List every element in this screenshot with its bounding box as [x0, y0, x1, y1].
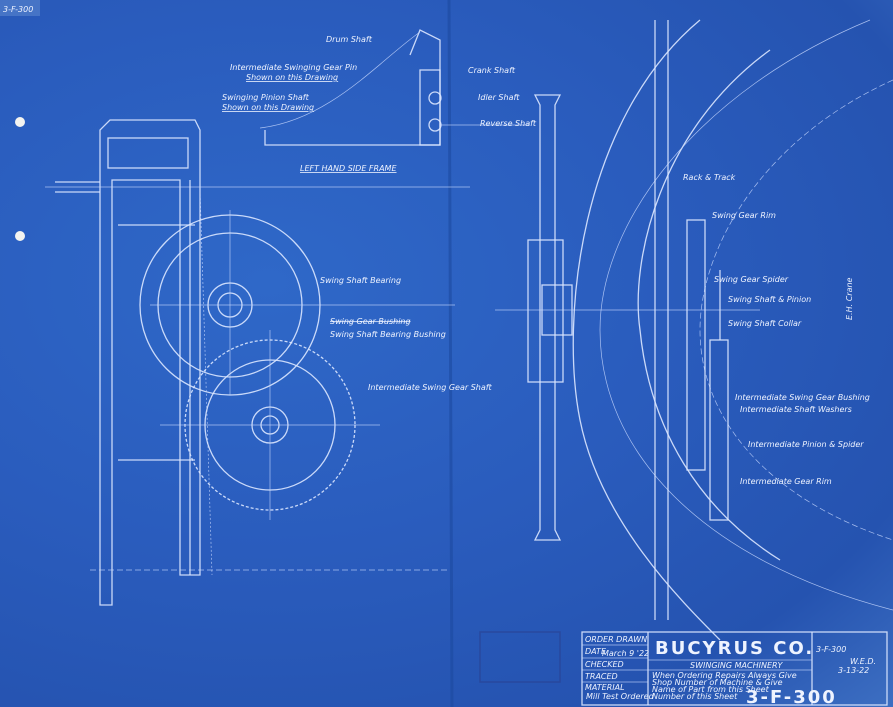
left-hand-side-frame-view: LEFT HAND SIDE FRAME Drum Shaft Intermed…	[222, 29, 537, 173]
label-idler-shaft: Idler Shaft	[478, 93, 520, 102]
side-frame-elevation	[45, 119, 470, 606]
note-line: Name of Part from this Sheet	[652, 685, 770, 694]
label-swinging-pinion-shaft: Swinging Pinion Shaft	[222, 93, 310, 102]
label-intermediate-swinging-gear-pin: Intermediate Swinging Gear Pin	[230, 63, 357, 72]
label-shown-on-drawing: Shown on this Drawing	[246, 73, 338, 82]
label-swing-shaft-pinion: Swing Shaft & Pinion	[728, 295, 811, 304]
note-line: Number of this Sheet	[652, 692, 738, 701]
punch-hole	[15, 231, 25, 241]
label-swing-shaft-collar: Swing Shaft Collar	[728, 319, 802, 328]
label-rack-track: Rack & Track	[683, 173, 736, 182]
signature: Mill Test Ordered	[586, 692, 655, 701]
label-swing-shaft-bearing-bushing: Swing Shaft Bearing Bushing	[330, 330, 446, 339]
label-drum-shaft: Drum Shaft	[326, 35, 373, 44]
label-crank-shaft: Crank Shaft	[468, 66, 516, 75]
title-block: ORDER DRAWN DATE CHECKED TRACED MATERIAL…	[581, 631, 888, 707]
label-intermediate-shaft-washers: Intermediate Shaft Washers	[740, 405, 852, 414]
drawing-date: March 9 '22	[602, 649, 649, 658]
label-reverse-shaft: Reverse Shaft	[480, 119, 537, 128]
drawing-number: 3-F-300	[816, 645, 846, 654]
label-swing-gear-spider: Swing Gear Spider	[714, 275, 789, 284]
label-swing-gear-rim: Swing Gear Rim	[712, 211, 776, 220]
field-label: CHECKED	[585, 660, 624, 669]
label-intermediate-gear-rim: Intermediate Gear Rim	[740, 477, 832, 486]
vertical-note: E.H. Crane	[845, 277, 854, 320]
fold-line	[447, 0, 454, 707]
note-line: Shop Number of Machine & Give	[652, 678, 783, 687]
swing-gear-section-view: Rack & Track Swing Gear Rim Swing Gear S…	[495, 19, 893, 641]
initials: W.E.D.	[850, 657, 876, 666]
label-shown-on-drawing-2: Shown on this Drawing	[222, 103, 314, 112]
field-label: DATE	[585, 647, 607, 656]
corner-sheet-number: 3-F-300	[3, 5, 33, 14]
ink-stamp	[479, 631, 561, 683]
punch-hole	[15, 117, 25, 127]
frame-view-title: LEFT HAND SIDE FRAME	[300, 164, 397, 173]
label-intermediate-swing-gear-shaft: Intermediate Swing Gear Shaft	[368, 383, 493, 392]
field-label: TRACED	[585, 672, 618, 681]
company-name: BUCYRUS CO.	[655, 638, 814, 659]
label-intermediate-swing-gear-bushing: Intermediate Swing Gear Bushing	[735, 393, 870, 402]
label-swing-gear-bushing: Swing Gear Bushing	[330, 317, 411, 326]
note-line: When Ordering Repairs Always Give	[652, 671, 797, 680]
stamped-drawing-number: 3-F-300	[746, 687, 837, 707]
label-intermediate-pinion-spider: Intermediate Pinion & Spider	[748, 440, 864, 449]
field-label: MATERIAL	[585, 683, 625, 692]
label-swing-shaft-bearing: Swing Shaft Bearing	[320, 276, 401, 285]
drawing-title: SWINGING MACHINERY	[690, 661, 784, 670]
revision-date: 3-13-22	[838, 666, 869, 675]
field-label: ORDER DRAWN	[585, 635, 647, 644]
